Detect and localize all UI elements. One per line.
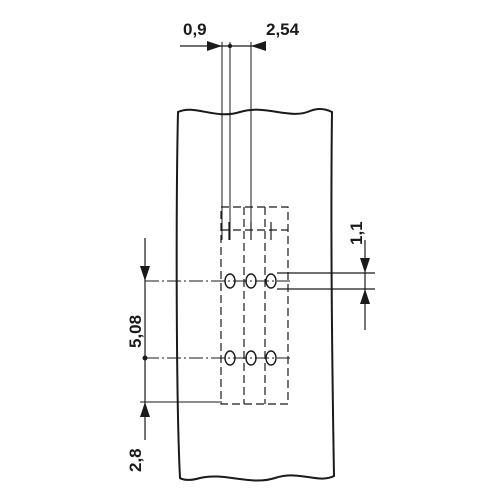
connector-housing-outline [220,206,289,405]
left-dimension-lines [140,238,150,440]
label-pitch: 2,54 [266,20,300,39]
right-dimension-lines [277,240,375,330]
label-pin-width: 0,9 [183,20,207,39]
mounting-holes [224,273,277,366]
label-edge-distance: 2,8 [126,448,145,472]
label-hole-diameter: 1,1 [347,221,366,245]
label-row-spacing: 5,08 [126,315,145,348]
pcb-board-outline [175,108,336,482]
top-dimension-arrows [180,41,266,51]
pin-reference-lines [221,42,252,240]
hole-centre-lines [145,280,290,359]
